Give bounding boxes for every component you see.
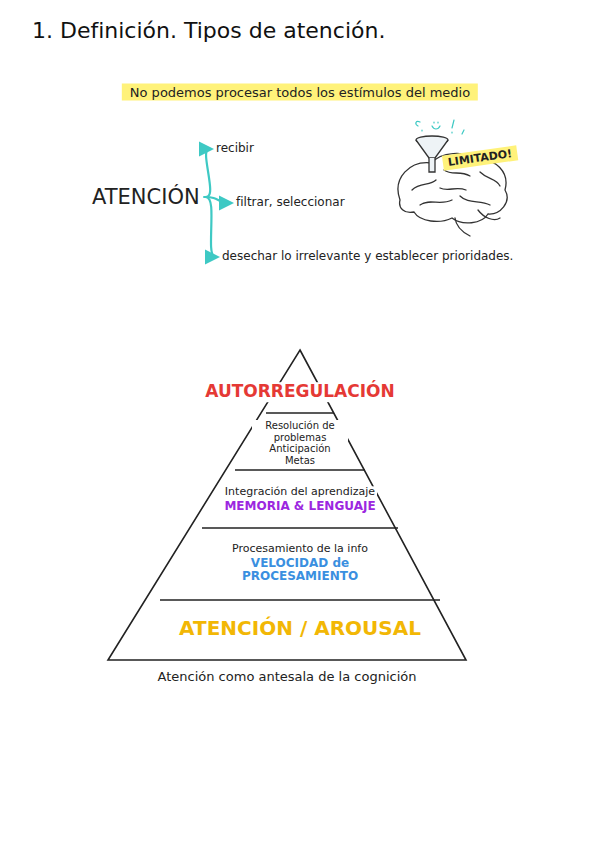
caption: Atención como antesala de la cognición: [158, 669, 417, 684]
stimuli-marks: [416, 120, 464, 134]
pyramid-band: AUTORREGULACIÓN: [203, 381, 397, 403]
pyramid-band: Integración del aprendizajeMEMORIA & LEN…: [210, 485, 390, 514]
node-text: Procesamiento de la info: [230, 543, 370, 556]
node-text: ATENCIÓN / AROUSAL: [177, 617, 423, 640]
pyramid-band: Resolución de problemas Anticipación Met…: [252, 419, 348, 467]
pyramid-outline: [108, 350, 466, 660]
node-text: Integración del aprendizaje: [223, 486, 377, 499]
concept-word: ATENCIÓN: [92, 184, 200, 210]
branch-text: desechar lo irrelevante y establecer pri…: [222, 249, 513, 265]
node-text: Resolución de problemas Anticipación Met…: [252, 420, 348, 466]
arrow-connector: [204, 197, 217, 257]
node-text: AUTORREGULACIÓN: [203, 382, 397, 402]
node-text: desechar lo irrelevante y establecer pri…: [222, 250, 513, 264]
node-text: filtrar, seleccionar: [236, 196, 345, 210]
pyramid-band: Procesamiento de la infoVELOCIDAD de PRO…: [210, 542, 390, 585]
pyramid-band: ATENCIÓN / AROUSAL: [177, 616, 423, 641]
page-title: 1. Definición. Tipos de atención.: [32, 18, 385, 43]
node-text: recibir: [216, 142, 254, 156]
node-subtext: VELOCIDAD de PROCESAMIENTO: [240, 557, 360, 585]
arrow-connector: [204, 149, 211, 197]
limit-tag: LIMITADO!: [442, 145, 518, 170]
highlight-note: No podemos procesar todos los estímulos …: [122, 84, 478, 101]
branch-text: filtrar, seleccionar: [236, 195, 345, 211]
node-text: ATENCIÓN: [92, 185, 200, 209]
branch-text: recibir: [216, 141, 254, 157]
node-subtext: MEMORIA & LENGUAJE: [222, 500, 377, 514]
